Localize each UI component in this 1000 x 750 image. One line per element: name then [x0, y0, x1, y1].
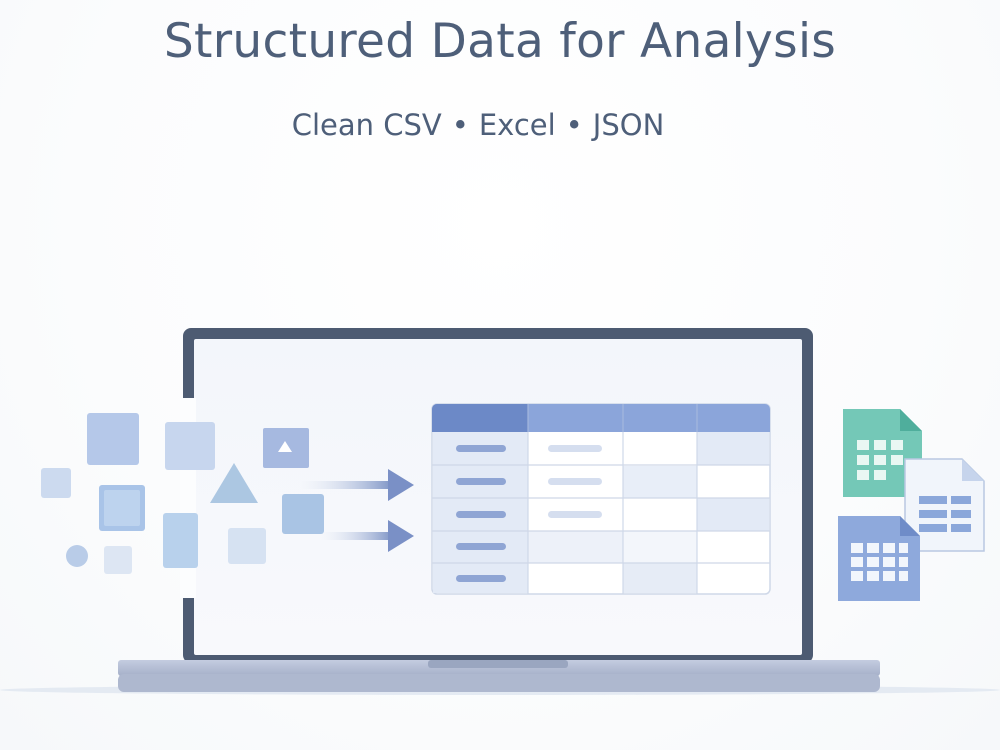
format-csv: Clean CSV: [291, 108, 442, 142]
scattered-data-shapes-icon: [41, 413, 324, 574]
format-excel: Excel: [478, 108, 556, 142]
document-file-icon: [904, 458, 985, 552]
table-file-icon: [838, 516, 920, 601]
spreadsheet-table-icon: [431, 403, 771, 595]
arrow-right-icon: [320, 520, 414, 552]
format-json: JSON: [592, 108, 665, 142]
page-title: Structured Data for Analysis: [163, 14, 837, 69]
spreadsheet-file-icon: [843, 409, 922, 497]
separator-dot: •: [451, 108, 469, 142]
separator-dot: •: [565, 108, 583, 142]
format-subtitle: Clean CSV • Excel • JSON: [0, 108, 956, 142]
arrow-right-icon: [300, 469, 414, 501]
